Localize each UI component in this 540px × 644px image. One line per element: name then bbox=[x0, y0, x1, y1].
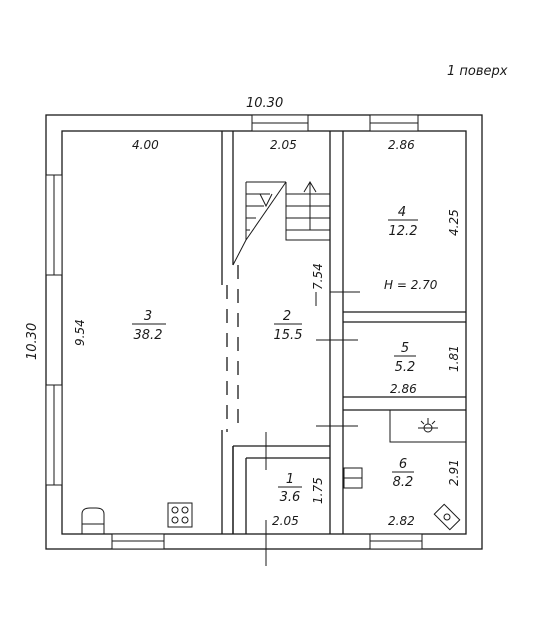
room1-height-dim: 1.75 bbox=[311, 477, 325, 504]
room4-width-dim: 2.86 bbox=[388, 138, 415, 152]
room-area: 38.2 bbox=[134, 328, 163, 343]
overall-height-label: 10.30 bbox=[25, 323, 40, 360]
room6-width-dim: 2.82 bbox=[388, 514, 415, 528]
room-area: 8.2 bbox=[393, 475, 414, 490]
room3-height-dim: 9.54 bbox=[73, 319, 87, 346]
floor-title: 1 поверх bbox=[447, 64, 508, 79]
room2-width-dim: 2.05 bbox=[270, 138, 297, 152]
room-area: 5.2 bbox=[395, 360, 416, 375]
room-4-label: 4 12.2 bbox=[388, 205, 418, 239]
room-3-label: 3 38.2 bbox=[132, 309, 166, 343]
room-number: 5 bbox=[401, 341, 409, 356]
exterior-walls bbox=[45, 114, 483, 550]
boiler-icon bbox=[433, 503, 461, 531]
room6-height-dim: 2.91 bbox=[447, 459, 461, 486]
room-1-label: 1 3.6 bbox=[278, 472, 302, 505]
sink-icon bbox=[81, 507, 105, 534]
windows bbox=[45, 114, 423, 550]
room5-width-dim: 2.86 bbox=[390, 382, 417, 396]
room-number: 3 bbox=[144, 309, 152, 324]
ceiling-height-label: H = 2.70 bbox=[384, 278, 438, 292]
door-marks bbox=[265, 291, 360, 566]
room-area: 3.6 bbox=[280, 490, 301, 505]
room-5-label: 5 5.2 bbox=[394, 341, 416, 375]
overall-width-label: 10.30 bbox=[246, 96, 283, 111]
staircase bbox=[232, 181, 330, 266]
heater-icon bbox=[343, 467, 363, 489]
room-area: 12.2 bbox=[389, 224, 418, 239]
room-number: 1 bbox=[286, 472, 294, 487]
stove-icon bbox=[167, 502, 193, 528]
room-number: 2 bbox=[283, 309, 291, 324]
room1-width-dim: 2.05 bbox=[272, 514, 299, 528]
room-2-label: 2 15.5 bbox=[274, 309, 303, 343]
lamp-icon bbox=[418, 418, 438, 433]
room-6-label: 6 8.2 bbox=[392, 457, 414, 490]
room3-width-dim: 4.00 bbox=[132, 138, 159, 152]
room2-height-dim: 7.54 bbox=[311, 263, 325, 290]
interior-walls bbox=[221, 131, 467, 534]
room-number: 4 bbox=[398, 205, 406, 220]
room-number: 6 bbox=[399, 457, 407, 472]
room5-height-dim: 1.81 bbox=[447, 345, 461, 372]
room4-height-dim: 4.25 bbox=[447, 209, 461, 236]
room-area: 15.5 bbox=[274, 328, 303, 343]
